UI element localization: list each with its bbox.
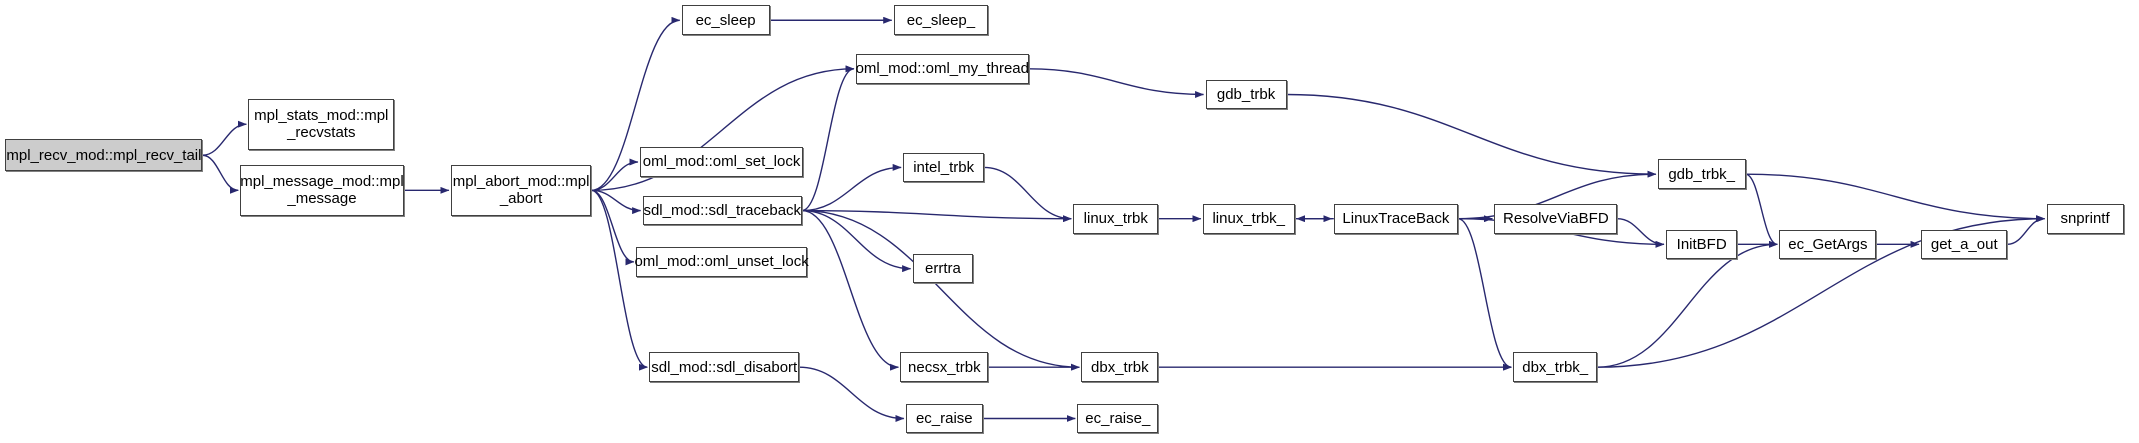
graph-edge-mpl_abort-to-oml_unset_lock	[591, 189, 635, 266]
graph-edge-gdb_trbk_-to-snprintf	[1745, 173, 2046, 223]
graph-node-ec_sleep_[interactable]: ec_sleep_	[893, 5, 989, 36]
graph-node-linux_trbk[interactable]: linux_trbk	[1073, 203, 1159, 234]
graph-node-oml_set_lock[interactable]: oml_mod::oml_set_lock	[639, 147, 804, 177]
graph-node-mpl_recvstats[interactable]: mpl_stats_mod::mpl _recvstats	[248, 98, 395, 150]
graph-node-linux_trbk_[interactable]: linux_trbk_	[1202, 203, 1295, 234]
graph-edge-dbx_trbk_-to-ec_GetArgs	[1597, 240, 1778, 368]
graph-node-InitBFD[interactable]: InitBFD	[1665, 229, 1738, 260]
graph-node-sdl_traceback[interactable]: sdl_mod::sdl_traceback	[642, 195, 802, 226]
graph-node-errtra[interactable]: errtra	[912, 253, 974, 284]
graph-edge-get_a_out-to-snprintf	[2007, 215, 2046, 246]
graph-node-snprintf[interactable]: snprintf	[2046, 203, 2124, 234]
graph-node-LinuxTraceBack[interactable]: LinuxTraceBack	[1333, 203, 1458, 234]
graph-node-oml_unset_lock[interactable]: oml_mod::oml_unset_lock	[634, 247, 809, 277]
graph-edge-sdl_traceback-to-intel_trbk	[801, 163, 902, 212]
graph-edge-oml_my_thread-to-gdb_trbk	[1028, 68, 1205, 98]
graph-node-dbx_trbk_[interactable]: dbx_trbk_	[1513, 352, 1598, 383]
graph-node-oml_my_thread[interactable]: oml_mod::oml_my_thread	[856, 54, 1029, 84]
graph-node-gdb_trbk[interactable]: gdb_trbk	[1205, 79, 1287, 110]
graph-node-sdl_disabort[interactable]: sdl_mod::sdl_disabort	[649, 352, 800, 383]
graph-edge-intel_trbk-to-linux_trbk	[984, 166, 1072, 223]
graph-node-ec_raise_[interactable]: ec_raise_	[1077, 403, 1159, 434]
graph-node-intel_trbk[interactable]: intel_trbk	[903, 152, 985, 183]
graph-edge-sdl_traceback-to-linux_trbk	[801, 209, 1072, 223]
graph-node-ec_sleep[interactable]: ec_sleep	[681, 5, 770, 36]
graph-edge-sdl_traceback-to-dbx_trbk	[801, 209, 1080, 371]
graph-edge-sdl_traceback-to-oml_my_thread	[801, 65, 855, 212]
graph-node-ResolveViaBFD[interactable]: ResolveViaBFD	[1494, 203, 1618, 234]
graph-node-mpl_recv_tail[interactable]: mpl_recv_mod::mpl_recv_tail	[5, 139, 203, 172]
graph-node-ec_GetArgs[interactable]: ec_GetArgs	[1779, 229, 1877, 260]
graph-node-necsx_trbk[interactable]: necsx_trbk	[900, 352, 989, 383]
graph-node-mpl_abort[interactable]: mpl_abort_mod::mpl _abort	[450, 164, 592, 216]
graph-edge-sdl_disabort-to-ec_raise	[799, 366, 905, 422]
graph-edge-mpl_abort-to-sdl_traceback	[591, 189, 642, 215]
graph-edge-sdl_traceback-to-errtra	[801, 209, 912, 273]
graph-edge-gdb_trbk_-to-ec_GetArgs	[1745, 173, 1778, 248]
graph-edge-mpl_abort-to-oml_set_lock	[591, 158, 639, 192]
graph-node-get_a_out[interactable]: get_a_out	[1921, 229, 2008, 260]
graph-edge-gdb_trbk-to-gdb_trbk_	[1286, 93, 1657, 178]
graph-edge-mpl_recv_tail-to-mpl_message	[202, 154, 239, 194]
graph-edge-sdl_traceback-to-necsx_trbk	[801, 209, 899, 371]
graph-edge-mpl_recv_tail-to-mpl_recvstats	[202, 120, 247, 156]
graph-node-gdb_trbk_[interactable]: gdb_trbk_	[1657, 159, 1746, 189]
graph-edge-ResolveViaBFD-to-InitBFD	[1617, 218, 1665, 248]
graph-edge-mpl_abort-to-sdl_disabort	[591, 189, 648, 371]
graph-node-dbx_trbk[interactable]: dbx_trbk	[1081, 352, 1159, 383]
graph-node-mpl_message[interactable]: mpl_message_mod::mpl _message	[240, 164, 404, 216]
graph-edge-LinuxTraceBack-to-dbx_trbk_	[1457, 218, 1512, 371]
graph-node-ec_raise[interactable]: ec_raise	[905, 403, 983, 434]
